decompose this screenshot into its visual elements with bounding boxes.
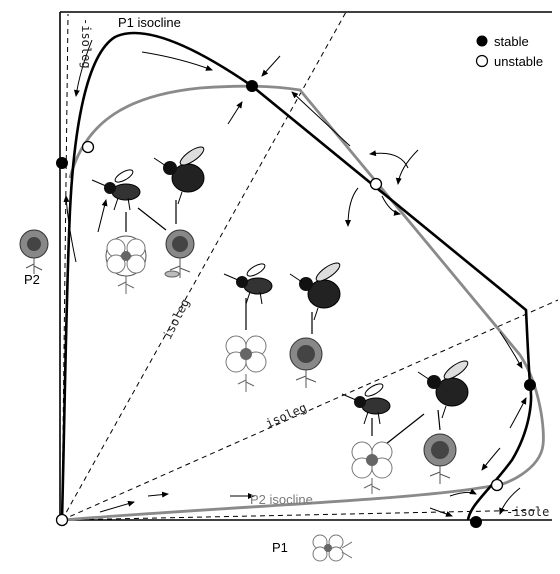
stable-point <box>246 80 258 92</box>
flow-arrow <box>395 149 419 185</box>
flow-arrow <box>429 507 453 517</box>
flow-arrow <box>227 101 243 125</box>
small-bee-icon <box>341 383 391 425</box>
p1-isocline-curve <box>60 31 533 521</box>
flow-arrow <box>499 487 521 515</box>
stable-point <box>470 516 482 528</box>
isoleg-steep-label: isoleg <box>160 296 192 341</box>
flower-illustrations <box>19 229 457 562</box>
flow-arrow <box>97 199 108 233</box>
large-bee-icon <box>153 146 205 205</box>
visit-links <box>125 200 441 445</box>
flow-arrow <box>141 51 213 71</box>
white-flower-icon <box>225 335 267 392</box>
flow-arrow <box>73 39 93 97</box>
flow-arrows <box>63 39 527 517</box>
isoleg-horizontal <box>61 509 541 521</box>
white-flower-icon <box>351 441 393 494</box>
flow-arrow <box>63 195 77 263</box>
legend-unstable-marker <box>475 54 489 68</box>
p2-axis-flower-icon <box>19 229 49 274</box>
flow-arrow <box>449 488 477 497</box>
large-bee-icon <box>289 262 341 321</box>
plot-frame <box>59 11 552 521</box>
equilibrium-points <box>55 80 536 528</box>
isoleg-shallow <box>61 299 559 521</box>
p1-axis-label: P1 <box>272 540 288 555</box>
small-bee-icon <box>223 263 273 305</box>
dark-flower-icon <box>289 337 323 388</box>
flow-arrow <box>369 150 409 169</box>
small-bee-icon <box>91 169 141 211</box>
dark-flower-icon <box>164 229 195 278</box>
flow-arrow <box>481 447 501 471</box>
legend-stable-label: stable <box>494 34 529 49</box>
flow-arrow <box>291 91 351 147</box>
flow-arrow <box>345 187 359 227</box>
flow-arrow <box>381 195 401 216</box>
bee-illustrations <box>91 146 469 425</box>
isoleg-top-label: -isoleg <box>79 18 93 69</box>
legend-unstable-label: unstable <box>494 54 543 69</box>
isoleg-steep <box>61 11 347 521</box>
isoleg-shallow-label: isoleg <box>264 400 309 430</box>
visit-link <box>437 409 441 431</box>
p2-axis-label: P2 <box>24 272 40 287</box>
stable-point <box>524 379 536 391</box>
visit-link <box>137 207 167 231</box>
flow-arrow <box>99 500 135 513</box>
unstable-point <box>55 513 69 527</box>
legend: stable unstable <box>475 34 543 69</box>
unstable-point <box>369 177 383 191</box>
unstable-point <box>490 478 504 492</box>
flow-arrow <box>509 397 527 429</box>
stable-point <box>56 157 68 169</box>
flow-arrow <box>147 491 169 498</box>
legend-stable-marker <box>476 35 488 47</box>
p1-axis-flower-icon <box>312 534 353 562</box>
white-flower-icon <box>105 235 147 294</box>
visit-link <box>385 413 425 445</box>
unstable-point <box>81 140 95 154</box>
p1-isocline-label: P1 isocline <box>118 15 181 30</box>
flow-arrow <box>499 331 523 369</box>
large-bee-icon <box>417 360 469 419</box>
isoleg-bottom-label: -isole <box>506 505 549 519</box>
flow-arrow <box>261 55 281 77</box>
p2-isocline-curve <box>61 84 545 522</box>
p2-isocline-label: P2 isocline <box>250 492 313 507</box>
dark-flower-icon <box>423 433 457 484</box>
